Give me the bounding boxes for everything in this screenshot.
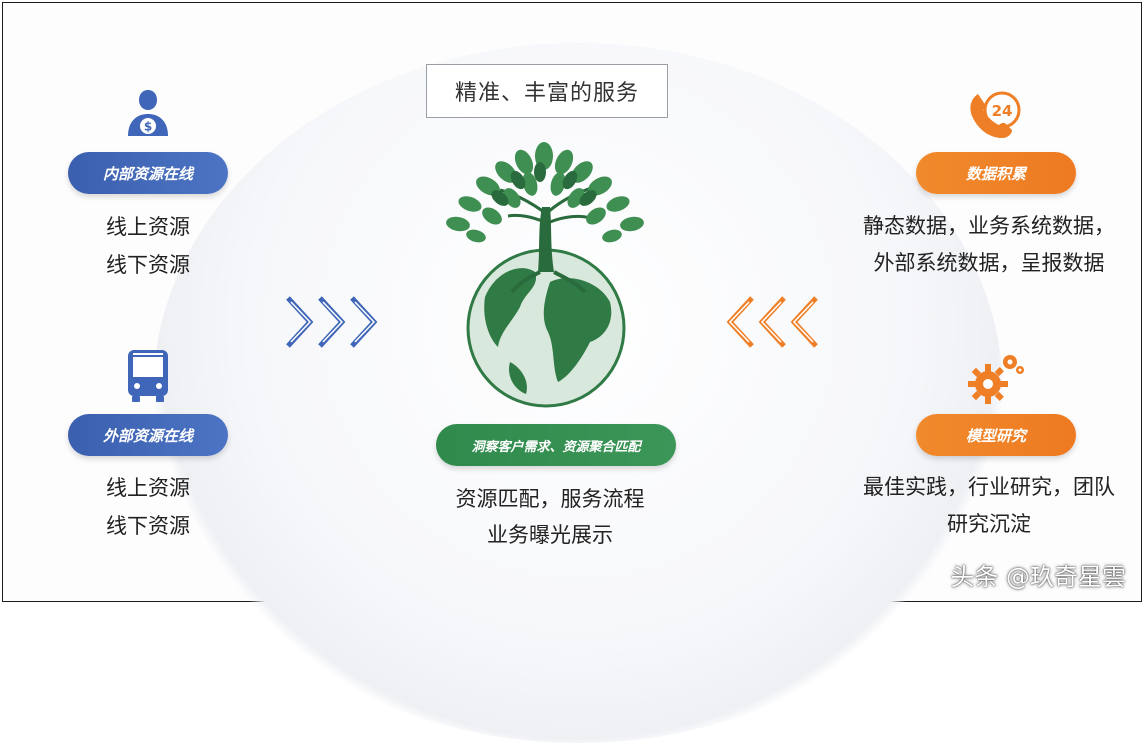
text-line: 外部系统数据，呈报数据 — [873, 251, 1105, 275]
text-line: 线上资源 — [106, 215, 190, 239]
data-accumulation-text: 静态数据，业务系统数据， 外部系统数据，呈报数据 — [846, 208, 1132, 282]
svg-text:$: $ — [144, 120, 152, 134]
watermark: 头条 @玖奇星雲 — [950, 563, 1126, 591]
model-research-pill: 模型研究 — [916, 414, 1076, 456]
gears-icon — [968, 355, 1024, 404]
tree-globe-icon — [446, 142, 644, 408]
text-line: 研究沉淀 — [947, 512, 1031, 536]
data-accumulation-pill: 数据积累 — [916, 152, 1076, 194]
chevrons-left-icon — [726, 296, 818, 348]
text-line: 线下资源 — [106, 253, 190, 277]
center-pill: 洞察客户需求、资源聚合匹配 — [436, 424, 676, 466]
text-line: 线下资源 — [106, 514, 190, 538]
text-line: 资源匹配，服务流程 — [455, 487, 645, 511]
external-resources-text: 线上资源 线下资源 — [78, 469, 218, 545]
text-line: 静态数据，业务系统数据， — [863, 214, 1115, 238]
diagram-title: 精准、丰富的服务 — [426, 64, 668, 118]
external-resources-pill: 外部资源在线 — [68, 414, 228, 456]
person-dollar-icon: $ — [128, 90, 168, 136]
text-line: 业务曝光展示 — [487, 523, 613, 547]
text-line: 线上资源 — [106, 476, 190, 500]
text-line: 最佳实践，行业研究，团队 — [863, 475, 1115, 499]
internal-resources-pill: 内部资源在线 — [68, 152, 228, 194]
chevrons-right-icon — [286, 296, 378, 348]
internal-resources-text: 线上资源 线下资源 — [78, 208, 218, 284]
phone-24-icon: 24 — [970, 91, 1021, 138]
bus-icon — [128, 350, 168, 402]
center-text: 资源匹配，服务流程 业务曝光展示 — [420, 481, 680, 553]
model-research-text: 最佳实践，行业研究，团队 研究沉淀 — [846, 469, 1132, 543]
phone-24-text: 24 — [992, 102, 1013, 120]
